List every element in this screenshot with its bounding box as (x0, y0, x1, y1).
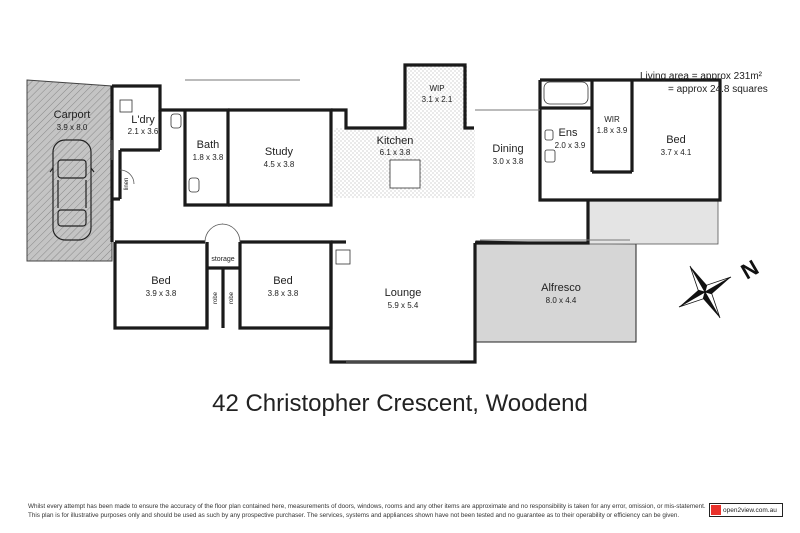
room-dims: 3.9 x 8.0 (57, 123, 88, 132)
room-bed-2: Bed 3.9 x 3.8 (146, 275, 177, 298)
room-name: Bath (197, 139, 220, 151)
room-dims: 3.0 x 3.8 (493, 157, 524, 166)
room-bed-3: Bed 3.8 x 3.8 (268, 275, 299, 298)
room-kitchen: Kitchen 6.1 x 3.8 (377, 135, 414, 157)
room-name: WIP (429, 84, 444, 93)
robe-label: robe (229, 291, 235, 304)
room-name: Ens (559, 127, 578, 139)
deck-area (587, 199, 719, 245)
room-ensuite: Ens 2.0 x 3.9 (555, 127, 586, 150)
room-dims: 3.8 x 3.8 (268, 289, 299, 298)
room-dims: 1.8 x 3.9 (597, 126, 628, 135)
room-dining: Dining 3.0 x 3.8 (492, 143, 523, 166)
robe-label: robe (213, 291, 219, 304)
room-dims: 3.7 x 4.1 (661, 148, 692, 157)
room-name: Bed (151, 275, 171, 287)
room-name: L'dry (131, 114, 155, 126)
room-wip: WIP 3.1 x 2.1 (422, 84, 453, 104)
area-info: Living area = approx 231m² = approx 24.8… (640, 70, 800, 96)
disclaimer-line-2: This plan is for illustrative purposes o… (28, 512, 680, 519)
room-dims: 2.1 x 3.6 (128, 127, 159, 136)
room-laundry: L'dry 2.1 x 3.6 (128, 114, 159, 136)
property-address: 42 Christopher Crescent, Woodend (212, 390, 588, 417)
wip-floor (407, 65, 467, 129)
room-lounge: Lounge 5.9 x 5.4 (385, 287, 422, 310)
area-line-1: Living area = approx 231m² (640, 71, 763, 82)
room-dims: 2.0 x 3.9 (555, 141, 586, 150)
logo-mark-icon (711, 505, 721, 515)
area-line-2: = approx 24.8 squares (668, 84, 768, 95)
room-dims: 8.0 x 4.4 (546, 296, 577, 305)
room-study: Study 4.5 x 3.8 (264, 146, 295, 169)
linen-label: linen (124, 178, 130, 191)
logo-text: open2view.com.au (723, 506, 777, 514)
room-name: Dining (492, 143, 523, 155)
room-dims: 6.1 x 3.8 (380, 148, 411, 157)
car-icon (49, 139, 95, 241)
room-name: Alfresco (541, 282, 581, 294)
room-carport: Carport 3.9 x 8.0 (54, 109, 91, 132)
doors (119, 169, 241, 243)
room-dims: 3.1 x 2.1 (422, 95, 453, 104)
compass-icon (678, 265, 732, 319)
compass-north-label: N (737, 255, 763, 285)
room-bath: Bath 1.8 x 3.8 (193, 139, 224, 162)
fixtures (119, 81, 589, 265)
disclaimer-line-1: Whilst every attempt has been made to en… (28, 503, 706, 510)
room-alfresco: Alfresco 8.0 x 4.4 (541, 282, 581, 305)
room-dims: 5.9 x 5.4 (388, 301, 419, 310)
storage-label: storage (211, 256, 234, 263)
carport-area (26, 79, 113, 262)
open2view-logo: open2view.com.au (709, 503, 783, 517)
room-bed-master: Bed 3.7 x 4.1 (661, 134, 692, 157)
disclaimer: Whilst every attempt has been made to en… (28, 502, 708, 520)
room-name: Lounge (385, 287, 422, 299)
room-dims: 1.8 x 3.8 (193, 153, 224, 162)
walls (110, 63, 722, 364)
room-name: Bed (666, 134, 686, 146)
room-dims: 3.9 x 3.8 (146, 289, 177, 298)
room-wir: WIR 1.8 x 3.9 (597, 115, 628, 135)
room-name: WIR (604, 115, 620, 124)
room-name: Study (265, 146, 294, 158)
room-name: Bed (273, 275, 293, 287)
room-name: Kitchen (377, 135, 414, 147)
windows (111, 79, 630, 363)
room-name: Carport (54, 109, 91, 121)
room-dims: 4.5 x 3.8 (264, 160, 295, 169)
